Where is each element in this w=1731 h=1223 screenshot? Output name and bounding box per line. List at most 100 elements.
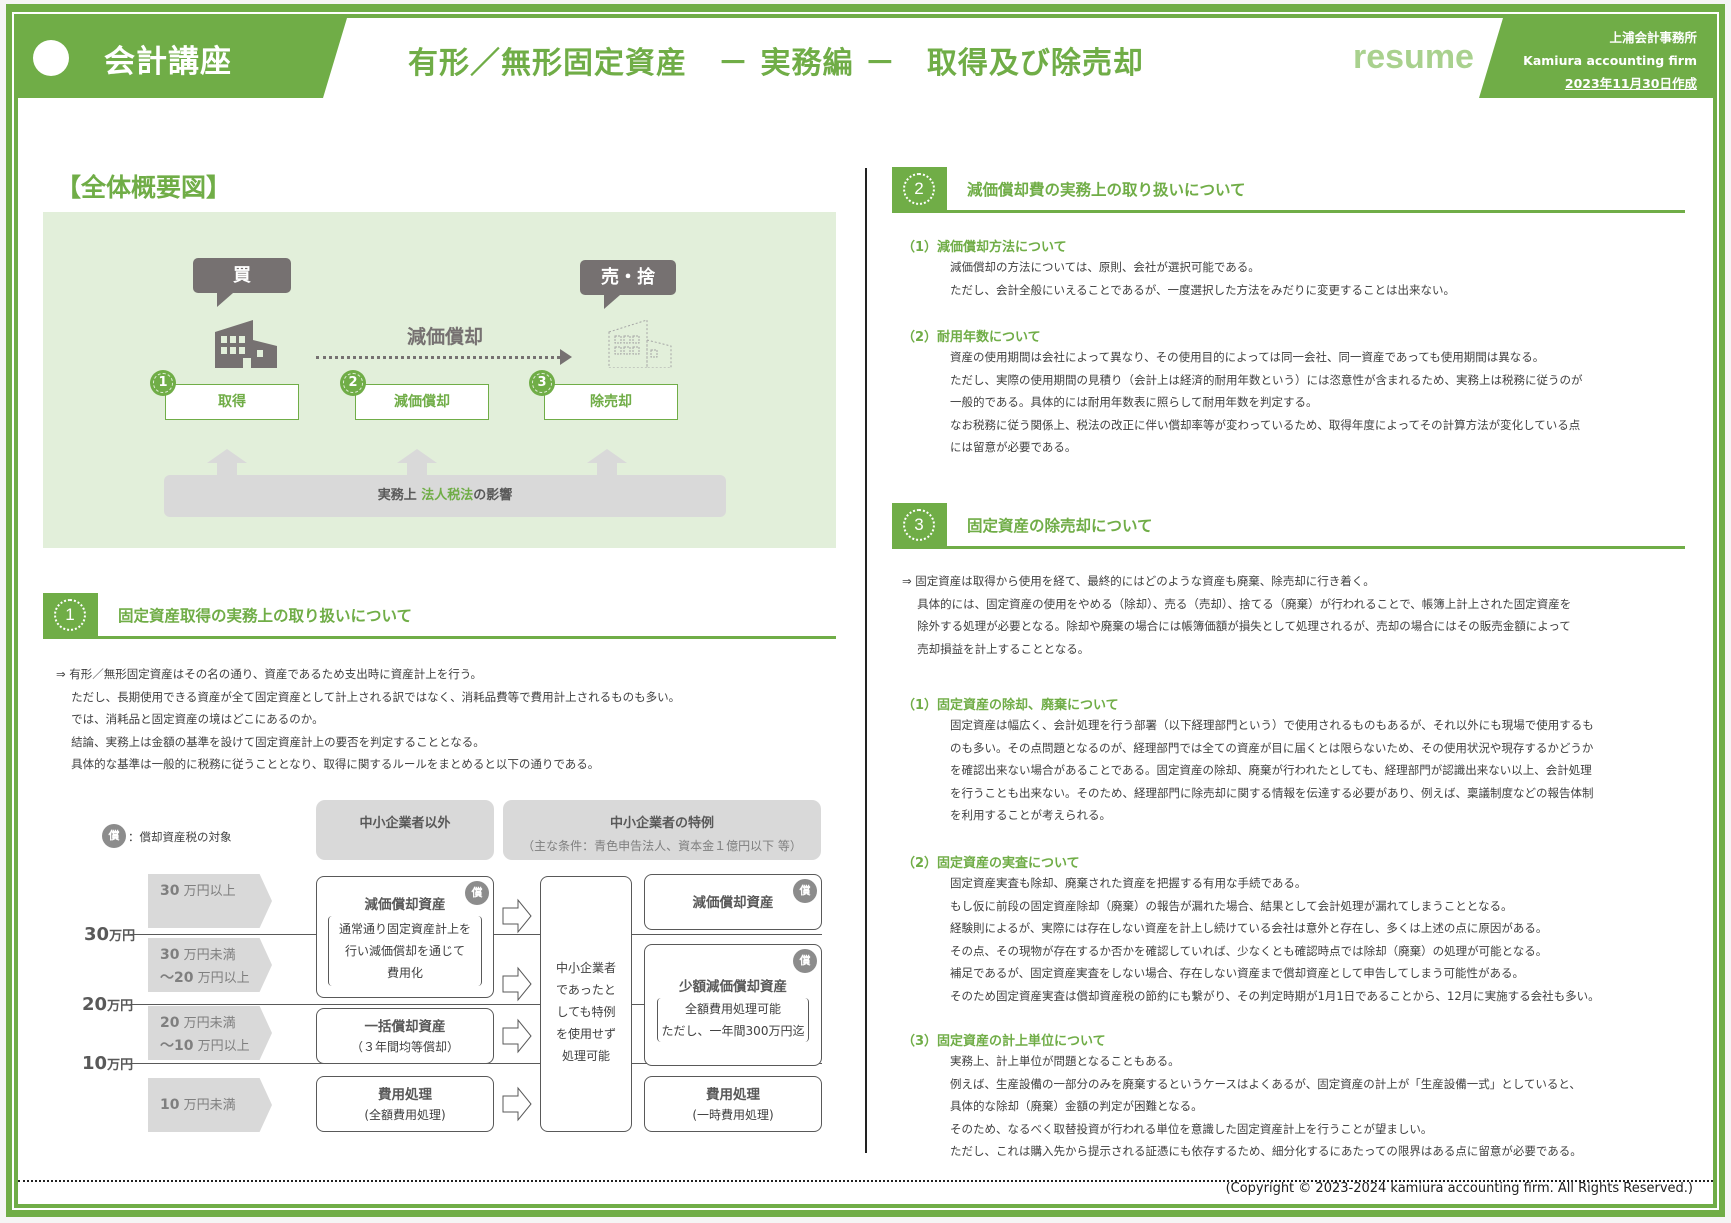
sme-expense-box: 費用処理 (一時費用処理) (644, 1076, 822, 1132)
section-underline (892, 210, 1685, 213)
resume-tag: resume (1353, 38, 1474, 76)
band-num: ～10 (160, 1038, 194, 1054)
text-line: のも多い。その点問題となるのが、経理部門では全ての資産が目に届くとは限らないため… (950, 740, 1594, 755)
text-line: を行うことも出来ない。そのため、経理部門に除売却に関する情報を伝達する必要があり… (950, 785, 1594, 800)
text-line: 例えば、生産設備の一部分のみを廃棄するというケースはよくあるが、固定資産の計上が… (950, 1076, 1581, 1091)
threshold-num: 20 (82, 994, 108, 1015)
footer-divider (18, 1180, 1713, 1182)
non-sme-expense-box: 費用処理 (全額費用処理) (316, 1076, 494, 1132)
section-title: 固定資産の除売却について (967, 517, 1153, 535)
col-header-sub: （主な条件：青色申告法人、資本金１億円以下 等） (522, 839, 802, 853)
text-line: もし仮に前段の固定資産除却（廃棄）の報告が漏れた場合、結果として会計処理が漏れて… (950, 898, 1513, 913)
subsection-title: （1）減価償却方法について (902, 240, 1067, 255)
note-line: であったと (556, 983, 616, 997)
text-line: では、消耗品と固定資産の境はどこにあるのか。 (56, 712, 324, 726)
buy-bubble: 買 (193, 258, 291, 307)
firm-name-en: Kamiura accounting firm (1523, 53, 1697, 68)
text-line: ただし、長期使用できる資産が全て固定資産として計上される訳ではなく、消耗品費等で… (56, 689, 681, 704)
subsection-text: 固定資産実査も除却、廃棄された資産を把握する有用な手続である。 もし仮に前段の固… (950, 872, 1600, 1007)
legend-text: ：償却資産税の対象 (128, 830, 232, 844)
box-note: 全額費用処理可能ただし、一年間300万円迄 (656, 998, 810, 1042)
page-frame-inner-line (12, 12, 1719, 1210)
box-title: 一括償却資産 (364, 1019, 446, 1035)
section-3-header: 3 固定資産の除売却について (892, 503, 1685, 549)
threshold-unit: 万円 (109, 929, 136, 944)
firm-name-jp: 上浦会計事務所 (1609, 30, 1697, 45)
text-line: ただし、会計全般にいえることであるが、一度選択した方法をみだりに変更することは出… (950, 282, 1455, 297)
arrow-right-icon (560, 349, 572, 365)
subsection-title: （2）固定資産の実査について (902, 856, 1080, 871)
section-number: 2 (903, 173, 935, 205)
section-3-intro: ⇒ 固定資産は取得から使用を経て、最終的にはどのような資産も廃棄、除売却に行き着… (902, 570, 1571, 660)
up-arrow-icon (207, 449, 247, 463)
threshold-num: 30 (84, 924, 110, 945)
text-line: 固定資産は幅広く、会計処理を行う部署（以下経理部門という）で使用されるものもある… (950, 718, 1594, 732)
note-line: 行い減価償却を通じて (344, 944, 465, 958)
subsection-title: （3）固定資産の計上単位について (902, 1034, 1106, 1049)
section-1-header: 1 固定資産取得の実務上の取り扱いについて (43, 593, 836, 639)
text-line: には留意が必要である。 (950, 440, 1077, 454)
text-line: 実務上、計上単位が問題となることもある。 (950, 1054, 1180, 1068)
up-arrow-icon (587, 449, 627, 463)
firm-info: 上浦会計事務所 Kamiura accounting firm 2023年11月… (1523, 26, 1697, 95)
text-line: ただし、これは購入先から提示される証憑にも依存するため、細分化するにあたっての限… (950, 1144, 1582, 1158)
col-header-sme: 中小企業者の特例 （主な条件：青色申告法人、資本金１億円以下 等） (503, 800, 821, 860)
box-title: 費用処理 (706, 1087, 760, 1103)
text-line: なお税務に従う関係上、税法の改正に伴い償却率等が変わっているため、取得年度によっ… (950, 417, 1581, 432)
text-line: 売却損益を計上することとなる。 (902, 641, 1090, 656)
threshold-unit: 万円 (107, 999, 134, 1014)
threshold-30: 30万円 (84, 924, 135, 945)
base-prefix: 実務上 (377, 488, 422, 503)
subsection-text: 実務上、計上単位が問題となることもある。 例えば、生産設備の一部分のみを廃棄する… (950, 1050, 1582, 1163)
step-1-badge: 1 (152, 372, 174, 394)
page: 会計講座 有形／無形固定資産 － 実務編 － 取得及び除売却 resume 上浦… (18, 18, 1713, 1204)
box-title: 減価償却資産 (692, 895, 774, 911)
text-line: そのため固定資産実査は償却資産税の節約にも繋がり、その判定時期が1月1日であるこ… (950, 988, 1600, 1003)
section-number: 1 (54, 599, 86, 631)
band-text: 万円未満 (179, 948, 236, 963)
note-line: ただし、一年間300万円迄 (661, 1024, 805, 1038)
threshold-20: 20万円 (82, 994, 133, 1015)
box-title: 減価償却資産 (364, 897, 446, 913)
sme-depreciable-box: 減価償却資産 償 (644, 874, 822, 930)
col-header-label: 中小企業者の特例 (609, 816, 714, 831)
band-text: 万円以上 (193, 971, 250, 986)
sme-small-amount-box: 少額減価償却資産 全額費用処理可能ただし、一年間300万円迄 償 (644, 944, 822, 1066)
threshold-line-20 (130, 1004, 822, 1005)
band-30-plus: 30 万円以上 (148, 874, 272, 928)
text-line: ただし、実際の使用期間の見積り（会計上は経済的耐用年数という）には恣意性が含まれ… (950, 372, 1583, 387)
hollow-arrow-right-icon (502, 898, 532, 934)
step-depreciation: 減価償却 (355, 384, 489, 420)
text-line: その点、その現物が存在するか否かを確認していれば、少なくとも確認時点では除却（廃… (950, 943, 1548, 958)
band-text: 万円以上 (179, 884, 236, 899)
non-sme-lump-sum-box: 一括償却資産 （３年間均等償却） (316, 1008, 494, 1064)
text-line: 結論、実務上は金額の基準を設けて固定資産計上の要否を判定することとなる。 (56, 734, 485, 749)
title-plate (323, 18, 1503, 98)
base-highlight: 法人税法 (421, 488, 474, 503)
band-text: 万円未満 (179, 1016, 236, 1031)
band-text: 万円未満 (179, 1098, 236, 1113)
section-number: 3 (903, 509, 935, 541)
note-line: 中小企業者 (555, 961, 616, 975)
band-under-10: 10 万円未満 (148, 1078, 272, 1132)
up-arrow-stem (597, 463, 617, 475)
threshold-10: 10万円 (82, 1053, 133, 1074)
text-line: 具体的には、固定資産の使用をやめる（除却）、売る（売却）、捨てる（廃棄）が行われ… (902, 596, 1572, 611)
column-divider (865, 168, 867, 1153)
text-line: 減価償却の方法については、原則、会社が選択可能である。 (950, 260, 1260, 274)
non-sme-depreciable-box: 減価償却資産 通常通り固定資産計上を行い減価償却を通じて費用化 償 (316, 876, 494, 998)
depreciable-tax-badge-icon: 償 (465, 881, 489, 905)
header-bar: 会計講座 有形／無形固定資産 － 実務編 － 取得及び除売却 resume 上浦… (18, 18, 1713, 98)
note-line: 費用化 (386, 966, 423, 980)
section-badge: 2 (892, 167, 947, 211)
threshold-num: 10 (82, 1053, 108, 1074)
created-date: 2023年11月30日作成 (1564, 76, 1697, 91)
col-header-label: 中小企業者以外 (359, 816, 451, 831)
tax-law-influence-bar: 実務上 法人税法の影響 (164, 475, 726, 517)
band-num: 30 (160, 883, 180, 899)
text-line: 具体的な基準は一般的に税務に従うこととなり、取得に関するルールをまとめると以下の… (56, 757, 600, 771)
text-line: 補足であるが、固定資産実査をしない場合、存在しない資産まで償却資産として申告して… (950, 966, 1524, 980)
depreciation-label: 減価償却 (407, 326, 484, 348)
text-line: ⇒ 固定資産は取得から使用を経て、最終的にはどのような資産も廃棄、除売却に行き着… (902, 574, 1375, 588)
note-line: 通常通り固定資産計上を (338, 922, 471, 936)
